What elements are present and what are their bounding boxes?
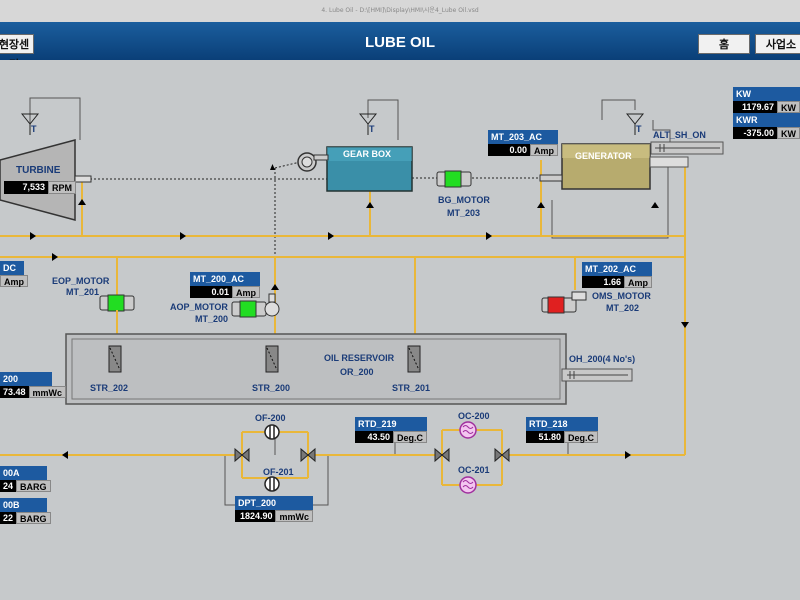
- tag-left-a-unit: BARG: [16, 480, 51, 492]
- oms-motor-id: MT_202: [606, 303, 640, 313]
- window-titlebar: 4. Lube Oil - D:\[HMI]\Display\HMI\시운4_L…: [0, 0, 800, 22]
- tag-mt-202-ac-value: 1.66: [582, 276, 624, 288]
- tag-kwr-unit: KW: [777, 127, 800, 139]
- oil-filter-201[interactable]: [264, 476, 280, 492]
- eop-motor-status[interactable]: [107, 294, 125, 312]
- vent-3-label: T: [636, 124, 642, 134]
- oil-cooler-200-label: OC-200: [458, 411, 490, 421]
- tag-rtd-219-name: RTD_219: [355, 417, 427, 431]
- oil-cooler-200[interactable]: [459, 421, 477, 439]
- tag-mt-203-ac-unit: Amp: [530, 144, 558, 156]
- vent-2-label: T: [369, 124, 375, 134]
- oil-filter-201-label: OF-201: [263, 467, 294, 477]
- tag-kw-value: 1179.67: [733, 101, 777, 113]
- site-office-button[interactable]: 사업소: [755, 34, 800, 54]
- generator-label: GENERATOR: [575, 151, 632, 161]
- bg-motor-label: BG_MOTOR: [438, 195, 490, 205]
- strainer-202-label: STR_202: [90, 383, 129, 393]
- tag-left-b-unit: BARG: [16, 512, 51, 524]
- oil-filter-200-label: OF-200: [255, 413, 286, 423]
- gearbox-label: GEAR BOX: [343, 149, 392, 159]
- tag-left-a-value: 24: [0, 480, 17, 492]
- page-header: 현장센터 LUBE OIL 홈 사업소: [0, 22, 800, 71]
- tag-left-a-name: 00A: [0, 466, 47, 480]
- oil-heater-label: OH_200(4 No's): [569, 354, 636, 364]
- alt-shaft-label: ALT_SH_ON: [653, 130, 706, 140]
- strainer-201-label: STR_201: [392, 383, 431, 393]
- strainer-200-label: STR_200: [252, 383, 291, 393]
- tag-rtd-218-name: RTD_218: [526, 417, 598, 431]
- tag-left-level-name: 200: [0, 372, 52, 386]
- tag-kw-unit: KW: [777, 101, 800, 113]
- tag-mt-200-ac-unit: Amp: [232, 286, 260, 298]
- tag-mt-200-ac-name: MT_200_AC: [190, 272, 260, 286]
- home-button[interactable]: 홈: [698, 34, 750, 54]
- tag-kwr-value: -375.00: [733, 127, 777, 139]
- tag-rtd-219-unit: Deg.C: [392, 431, 427, 443]
- vent-1-label: T: [31, 124, 37, 134]
- tag-left-level-unit: mmWc: [28, 386, 67, 398]
- aop-motor-label: AOP_MOTOR: [170, 302, 228, 312]
- tag-mt-202-ac-name: MT_202_AC: [582, 262, 652, 276]
- tag-rtd-218-unit: Deg.C: [563, 431, 598, 443]
- turbine-speed-value: 7,533: [4, 181, 48, 194]
- tag-left-b-value: 22: [0, 512, 17, 524]
- reservoir-id: OR_200: [340, 367, 374, 377]
- tag-mt-203-ac-name: MT_203_AC: [488, 130, 558, 144]
- tag-left-level-value: 73.48: [0, 386, 29, 398]
- tag-dpt-200-name: DPT_200: [235, 496, 313, 510]
- tag-left-b-name: 00B: [0, 498, 47, 512]
- tag-rtd-219-value: 43.50: [355, 431, 393, 443]
- tag-kw-name: KW: [733, 87, 800, 101]
- tag-left-ac-name: DC: [0, 261, 24, 275]
- tag-mt-203-ac-value: 0.00: [488, 144, 530, 156]
- tag-left-ac-unit: Amp: [0, 275, 28, 287]
- bg-motor-id: MT_203: [447, 208, 481, 218]
- piping-diagram: [0, 97, 724, 506]
- aop-motor-id: MT_200: [195, 314, 229, 324]
- tag-dpt-200-value: 1824.90: [235, 510, 276, 522]
- window-title: 4. Lube Oil - D:\[HMI]\Display\HMI\시운4_L…: [321, 7, 479, 14]
- bg-motor-status[interactable]: [444, 170, 462, 188]
- turbine-speed: 7,533 RPM: [4, 181, 76, 194]
- tag-mt-200-ac-value: 0.01: [190, 286, 232, 298]
- oms-motor-label: OMS_MOTOR: [592, 291, 651, 301]
- page-title: LUBE OIL: [365, 34, 435, 51]
- eop-motor-id: MT_201: [66, 287, 100, 297]
- oil-reservoir: [65, 333, 567, 405]
- tag-left-ac[interactable]: DC Amp: [0, 261, 28, 287]
- turbine-speed-unit: RPM: [48, 181, 76, 194]
- tag-dpt-200-unit: mmWc: [275, 510, 313, 522]
- turbine-body[interactable]: [0, 139, 76, 221]
- aop-motor-status[interactable]: [239, 300, 257, 318]
- tag-kwr-name: KWR: [733, 113, 800, 127]
- eop-motor-label: EOP_MOTOR: [52, 276, 110, 286]
- oms-motor-status[interactable]: [547, 296, 565, 314]
- tag-rtd-218-value: 51.80: [526, 431, 564, 443]
- reservoir-label: OIL RESERVOIR: [324, 353, 395, 363]
- oil-filter-200[interactable]: [264, 424, 280, 440]
- tag-mt-202-ac-unit: Amp: [624, 276, 652, 288]
- oil-cooler-201[interactable]: [459, 476, 477, 494]
- turbine-label: TURBINE: [16, 165, 61, 176]
- process-diagram-area: TURBINE 7,533 RPM GEAR BOX GENERATOR ALT…: [0, 60, 800, 600]
- oil-cooler-201-label: OC-201: [458, 465, 490, 475]
